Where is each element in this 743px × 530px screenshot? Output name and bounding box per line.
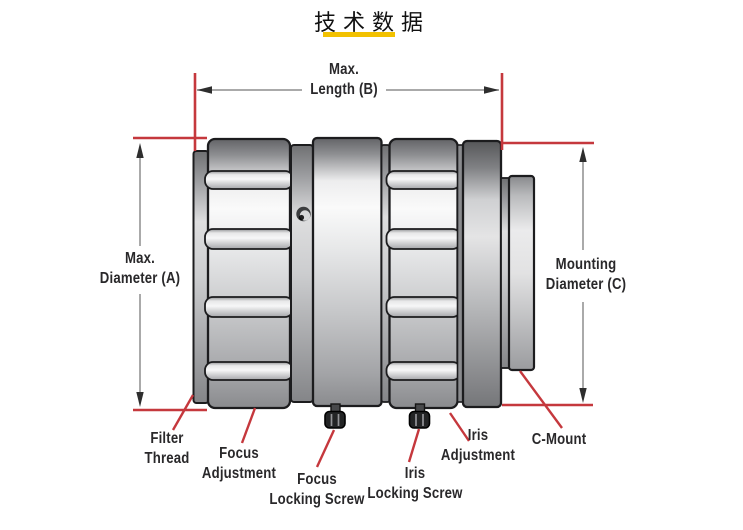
page-title: 技术数据 [313, 10, 431, 35]
focus-ring [204, 137, 294, 410]
c-mount-flange [507, 174, 536, 372]
label-iris-locking-screw: Iris Locking Screw [367, 465, 463, 502]
lens-barrel [311, 136, 383, 408]
c-mount-leader [519, 370, 563, 429]
label-focus-adjustment: Focus Adjustment [201, 445, 277, 482]
label-mounting-diameter: Mounting Diameter (C) [545, 256, 627, 293]
set-screw-hole [296, 206, 311, 222]
iris-adjustment-leader [449, 412, 470, 442]
c-mount-thread [500, 177, 510, 369]
lens-body [192, 136, 536, 410]
label-iris-adjustment: Iris Adjustment [440, 427, 516, 464]
filter-thread-leader [171, 394, 195, 431]
focus-adjustment-leader [240, 407, 257, 444]
arrow-down-left-icon [136, 392, 144, 407]
arrow-left-icon [197, 86, 212, 94]
iris-locking-leader [407, 428, 421, 463]
arrow-right-icon [484, 86, 499, 94]
label-max-length: Max. Length (B) [310, 61, 378, 98]
focus-collar [290, 144, 314, 403]
title-underline [323, 32, 395, 37]
dimension-arrowheads [136, 86, 587, 407]
leader-lines [171, 370, 563, 468]
label-filter-thread: Filter Thread [144, 430, 190, 467]
arrow-down-right-icon [579, 388, 587, 403]
focus-locking-screw [324, 403, 346, 429]
iris-locking-screw [408, 403, 431, 429]
focus-locking-leader [315, 429, 336, 468]
iris-ring [385, 137, 462, 410]
label-focus-locking-screw: Focus Locking Screw [269, 471, 365, 508]
arrow-up-left-icon [136, 143, 144, 158]
arrow-up-right-icon [579, 147, 587, 162]
rear-barrel [461, 139, 503, 409]
label-c-mount: C-Mount [531, 431, 587, 448]
extension-lines [133, 73, 594, 412]
dimension-lines [139, 89, 584, 394]
label-max-diameter: Max. Diameter (A) [99, 250, 181, 287]
